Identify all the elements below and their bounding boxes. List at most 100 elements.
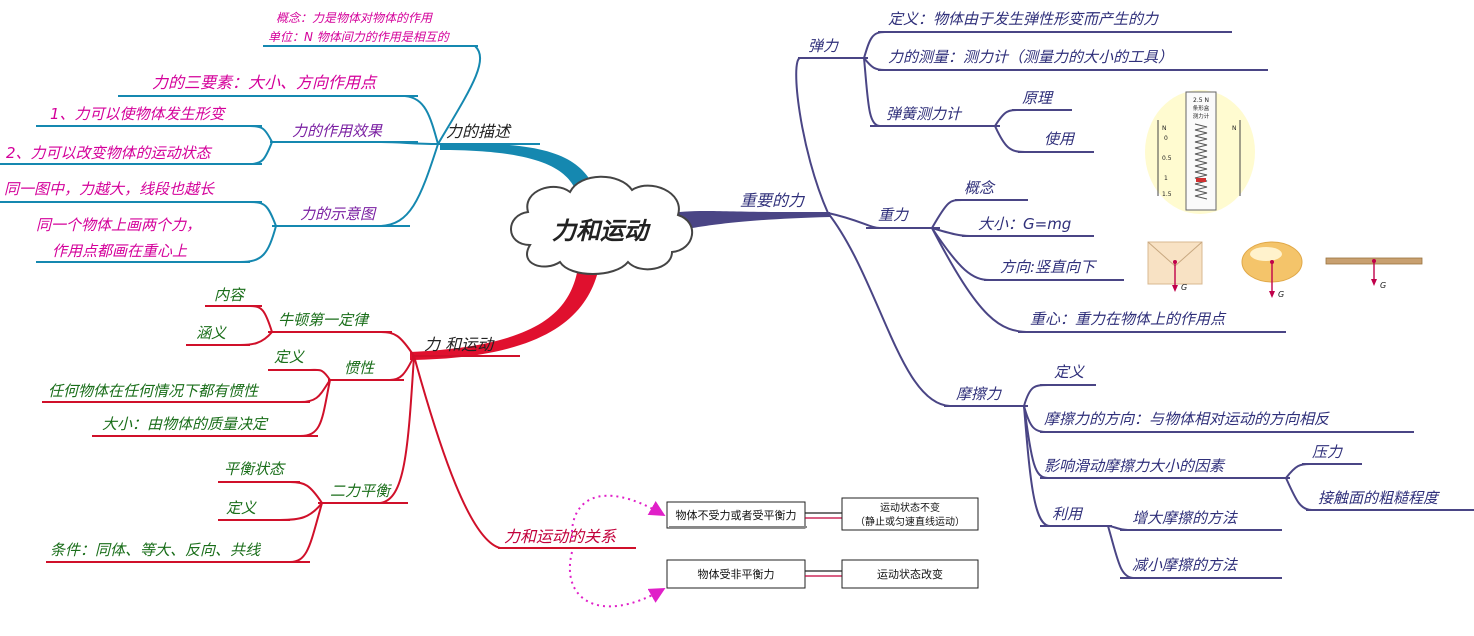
scale-label-2: 条形盒	[1193, 104, 1210, 112]
diagram-to-item2	[239, 225, 277, 263]
relation-title[interactable]: 力和运动的关系	[504, 527, 617, 546]
balance-cond: 条件：同体、等大、反向、共线	[50, 541, 262, 559]
box1-left-text: 物体不受力或者受平衡力	[676, 508, 797, 522]
motion-title[interactable]: 力 和运动	[424, 335, 495, 354]
balance-title[interactable]: 二力平衡	[330, 482, 392, 500]
desc-branch	[0, 45, 540, 263]
desc-three-elements: 力的三要素：大小、方向作用点	[152, 73, 378, 92]
relation-box-1: 物体不受力或者受平衡力 运动状态不变 （静止或匀速直线运动）	[666, 497, 979, 531]
gravity-to-concept	[931, 199, 963, 229]
forces-title[interactable]: 重要的力	[740, 191, 806, 210]
friction-to-def	[1023, 384, 1049, 407]
box2-left	[666, 559, 806, 589]
forces-to-gravity	[827, 212, 881, 229]
diagram-item-2: 同一个物体上画两个力，	[36, 216, 201, 234]
forces-to-friction	[827, 212, 951, 407]
envelope-g-label: G	[1181, 283, 1187, 292]
scale-pointer	[1196, 178, 1206, 182]
fuse-to-dec	[1107, 525, 1135, 579]
scale-spring	[1194, 123, 1208, 200]
branch-desc-main	[440, 143, 600, 205]
elastic-to-measure	[863, 57, 886, 71]
center-node[interactable]: 力和运动	[510, 175, 694, 275]
envelope-g-head	[1172, 285, 1178, 292]
factors-rough: 接触面的粗糙程度	[1318, 489, 1440, 507]
gravity-title[interactable]: 重力	[878, 206, 909, 224]
effect-item-1: 1、力可以使物体发生形变	[50, 105, 227, 123]
box2-right-text: 运动状态改变	[877, 567, 943, 581]
balance-state: 平衡状态	[224, 460, 286, 478]
elastic-to-scale	[863, 57, 881, 127]
desc-to-concept	[437, 45, 481, 145]
relation-arrow-up	[570, 494, 666, 539]
elastic-title[interactable]: 弹力	[808, 37, 839, 55]
friction-direction: 摩擦力的方向：与物体相对运动的方向相反	[1044, 410, 1330, 428]
inertia-size: 大小：由物体的质量决定	[102, 415, 269, 433]
motion-to-newton	[379, 331, 415, 357]
scale-to-use	[994, 125, 1026, 153]
motion-branch	[42, 305, 636, 563]
newton-to-content	[249, 305, 273, 333]
fuse-title[interactable]: 利用	[1052, 505, 1084, 523]
desc-unit: 单位：N 物体间力的作用是相互的	[268, 30, 451, 44]
box2-left-text: 物体受非平衡力	[698, 567, 775, 581]
factors-to-pressure	[1285, 463, 1311, 479]
rod-g-head	[1371, 279, 1377, 286]
box1-right-text-2: （静止或匀速直线运动）	[855, 515, 965, 528]
diagram-item-1: 同一图中，力越大，线段也越长	[4, 180, 215, 198]
desc-to-diagram	[379, 143, 439, 227]
desc-title[interactable]: 力的描述	[446, 122, 512, 141]
relation-box-2: 物体受非平衡力 运动状态改变	[666, 559, 979, 589]
scale-title[interactable]: 弹簧测力计	[886, 105, 963, 123]
center-title: 力和运动	[552, 217, 651, 245]
newton-content: 内容	[214, 286, 246, 304]
motion-to-balance	[379, 355, 415, 504]
rod-g-label: G	[1380, 281, 1386, 290]
rod-image: G	[1325, 257, 1423, 290]
scale-principle: 原理	[1022, 89, 1054, 107]
newton-to-meaning	[239, 331, 273, 346]
gravity-center: 重心：重力在物体上的作用点	[1030, 310, 1227, 328]
friction-title[interactable]: 摩擦力	[956, 385, 1002, 403]
ellipse-highlight	[1250, 247, 1282, 261]
elastic-to-def	[863, 31, 886, 59]
scale-use: 使用	[1044, 130, 1076, 148]
forces-branch	[730, 31, 1474, 579]
inertia-def: 定义	[274, 348, 305, 366]
factors-title[interactable]: 影响滑动摩擦力大小的因素	[1044, 457, 1226, 475]
balance-to-state	[289, 481, 323, 504]
diagram-item-3: 作用点都画在重心上	[52, 242, 188, 260]
elastic-measure: 力的测量：测力计（测量力的大小的工具）	[888, 48, 1173, 66]
balance-def: 定义	[226, 499, 257, 517]
inertia-title[interactable]: 惯性	[344, 359, 376, 377]
box1-right-text-1: 运动状态不变	[880, 501, 940, 514]
box1-right	[841, 497, 979, 531]
motion-to-relation	[413, 355, 501, 549]
desc-concept: 概念：力是物体对物体的作用	[276, 11, 433, 25]
scale-body	[1185, 91, 1217, 211]
diagram-to-item1	[249, 201, 277, 227]
scale-05: 0.5	[1162, 155, 1172, 162]
relation-arrow-down	[569, 551, 666, 608]
scale-n-right: N	[1232, 125, 1237, 132]
center-cloud-shape	[510, 175, 694, 275]
inertia-any: 任何物体在任何情况下都有惯性	[48, 382, 260, 400]
effect-to-item1	[249, 125, 273, 143]
box1-left-shadow	[669, 526, 807, 528]
scale-label-1: 2.5 N	[1193, 97, 1209, 104]
branch-forces-main	[665, 210, 830, 232]
forces-to-elastic	[795, 57, 829, 214]
effect-title[interactable]: 力的作用效果	[292, 122, 383, 140]
friction-to-use	[1023, 405, 1051, 527]
scale-0: 0	[1164, 135, 1168, 142]
factors-pressure: 压力	[1312, 443, 1343, 461]
friction-def: 定义	[1054, 363, 1085, 381]
inertia-to-def	[309, 368, 331, 381]
box2-right	[841, 559, 979, 589]
newton-title[interactable]: 牛顿第一定律	[278, 311, 370, 329]
spring-scale-image: 2.5 N 条形盒 测力计 N N 0 0.5 1 1.5	[1145, 90, 1255, 214]
diagram-title[interactable]: 力的示意图	[300, 205, 377, 223]
effect-item-2: 2、力可以改变物体的运动状态	[6, 144, 213, 162]
